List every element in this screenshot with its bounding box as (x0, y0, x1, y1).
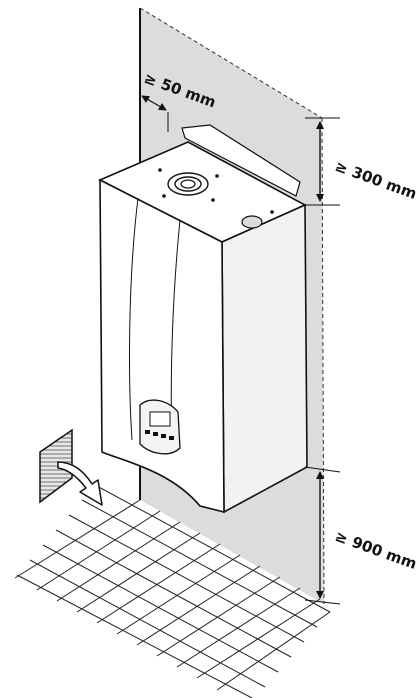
top-clearance-label: ≥ 300 mm (333, 157, 420, 203)
boiler-side (221, 203, 308, 514)
wall-top-dashed-edge (139, 7, 323, 119)
mounting-bracket (181, 124, 301, 197)
bottom-clearance-label: ≥ 900 mm (333, 527, 420, 573)
control-panel-icon (139, 399, 181, 455)
airflow-arrow-icon (57, 461, 103, 506)
floor-grid (14, 484, 331, 698)
boiler-unit (98, 124, 308, 514)
top-fitting (241, 215, 263, 229)
flue-outlet-icon (167, 172, 209, 196)
air-vent-grille-icon (39, 428, 73, 504)
